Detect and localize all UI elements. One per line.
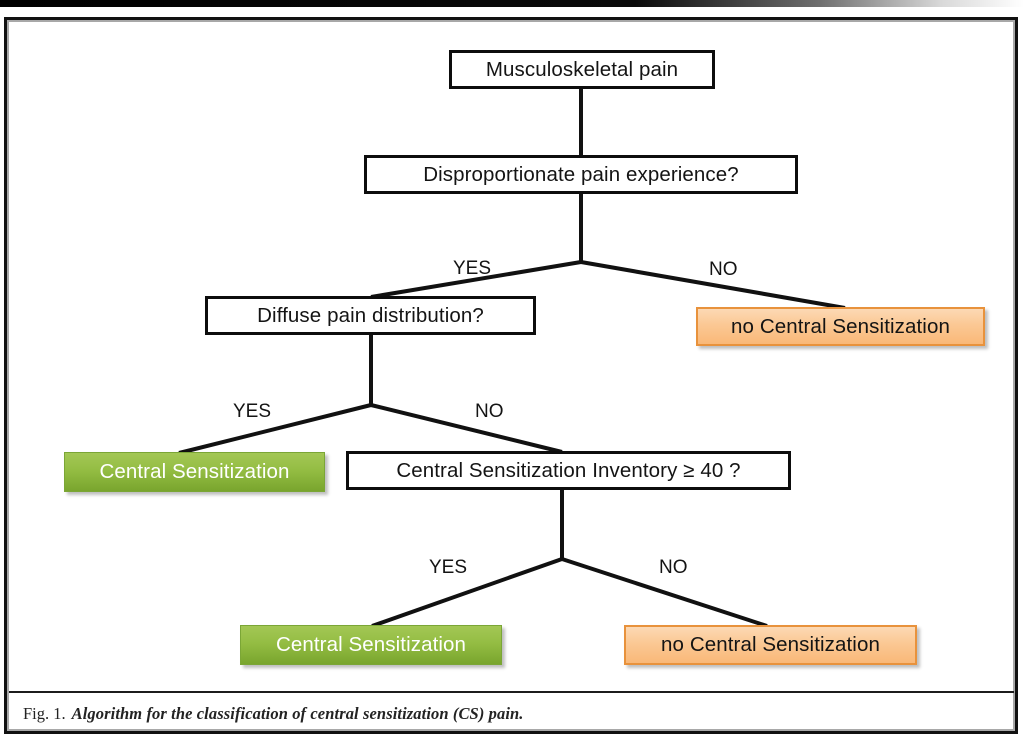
node-central-sensitization-2[interactable]: Central Sensitization bbox=[240, 625, 502, 665]
connector-q2-no bbox=[370, 403, 563, 454]
connector-q3-no bbox=[561, 557, 768, 628]
node-label: Disproportionate pain experience? bbox=[423, 162, 739, 186]
caption-divider bbox=[9, 691, 1014, 693]
node-diffuse-pain-distribution[interactable]: Diffuse pain distribution? bbox=[205, 296, 536, 335]
page-top-band bbox=[0, 0, 1024, 7]
node-central-sensitization-inventory[interactable]: Central Sensitization Inventory ≥ 40 ? bbox=[346, 451, 791, 490]
connector-q3-yes bbox=[371, 557, 563, 628]
node-no-central-sensitization-2[interactable]: no Central Sensitization bbox=[624, 625, 917, 665]
connector-q1-yes bbox=[370, 260, 582, 299]
node-musculoskeletal-pain[interactable]: Musculoskeletal pain bbox=[449, 50, 715, 89]
edge-label-q1-no: NO bbox=[709, 259, 738, 280]
edge-label-q2-no: NO bbox=[475, 401, 504, 422]
node-label: Diffuse pain distribution? bbox=[257, 303, 484, 327]
caption-label: Fig. 1. bbox=[23, 703, 66, 723]
node-label: Musculoskeletal pain bbox=[485, 57, 679, 81]
node-label: no Central Sensitization bbox=[661, 633, 880, 656]
node-label: Central Sensitization Inventory ≥ 40 ? bbox=[396, 458, 741, 482]
node-no-central-sensitization-1[interactable]: no Central Sensitization bbox=[696, 307, 985, 346]
figure-caption: Fig. 1. Algorithm for the classification… bbox=[9, 693, 1014, 734]
caption-text: Algorithm for the classification of cent… bbox=[71, 703, 524, 723]
figure-frame: Musculoskeletal pain Disproportionate pa… bbox=[4, 17, 1018, 734]
connector-q2-yes bbox=[178, 403, 372, 455]
flowchart-diagram: Musculoskeletal pain Disproportionate pa… bbox=[9, 22, 1014, 691]
node-disproportionate-pain-experience[interactable]: Disproportionate pain experience? bbox=[364, 155, 798, 194]
node-label: Central Sensitization bbox=[275, 633, 467, 656]
edge-label-q1-yes: YES bbox=[453, 258, 492, 279]
edge-label-q3-yes: YES bbox=[429, 557, 468, 578]
node-label: no Central Sensitization bbox=[731, 314, 950, 338]
node-label: Central Sensitization bbox=[99, 460, 290, 483]
edge-label-q3-no: NO bbox=[659, 557, 688, 578]
connector-q1-no bbox=[580, 260, 846, 310]
connector-lines bbox=[178, 88, 846, 628]
node-central-sensitization-1[interactable]: Central Sensitization bbox=[64, 452, 325, 492]
edge-label-q2-yes: YES bbox=[233, 401, 272, 422]
figure-inner-border: Musculoskeletal pain Disproportionate pa… bbox=[7, 20, 1015, 731]
